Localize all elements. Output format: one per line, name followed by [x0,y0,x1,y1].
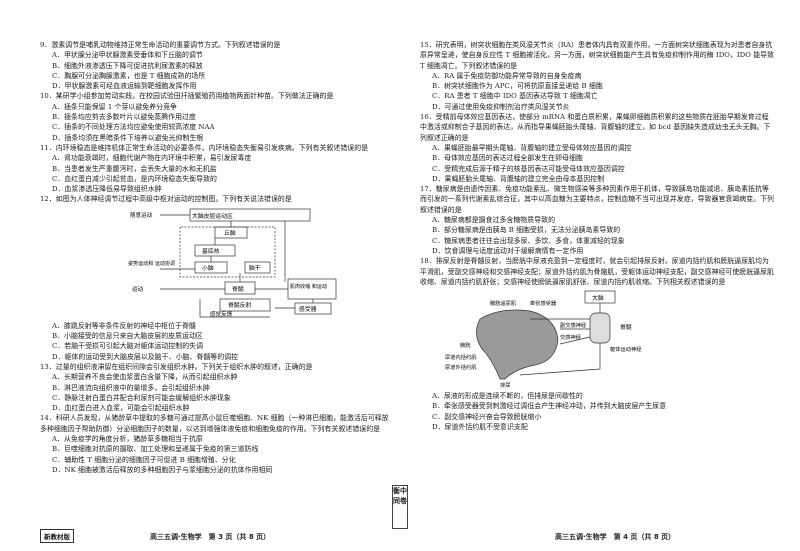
option-a: A．长期营养不良会使血浆蛋白含量下降，从而引起组织水肿 [52,373,238,382]
question-16: 16．受精前母体效应基因表达，使部分 mRNA 和蛋白质积累，果蝇卵细胞质积累的… [420,112,775,184]
option-d: D．血浆渗透压降低易导致组织水肿 [52,185,162,194]
cortex-label: 大脑皮层运动区 [192,212,233,220]
option-d: D．甲状腺激素可经血液运输到靶细胞发挥作用 [52,82,197,91]
option-c: C．受精完成后源于精子的核基因表达可能受母体效应基因调控 [432,164,625,173]
option-c: C．插条的不同处理方法均应避免使用较高浓度 NAA [52,123,215,132]
option-b: B．淋巴液流向组织液中的量增多，会引起组织水肿 [52,383,210,392]
brain-label: 大脑 [592,294,604,302]
option-a: A．果蝇胚胎最早期头尾轴、背腹轴的建立受母体效应基因的调控 [432,143,632,152]
bladder-shape [476,309,559,380]
option-d: D．可通过使用免疫抑制剂治疗类风湿关节炎 [432,102,570,111]
option-d: D．果蝇胚胎头尾轴、背腹轴的建立完全由母本基因控制 [432,174,605,183]
motion-label: 运动 [132,285,144,293]
option-c: C．若脑干受损可引起大脑对躯体运动控制的失调 [52,342,204,351]
brainstem-box [244,261,271,274]
reflex-box [219,298,271,312]
urine-label: 排尿 [500,381,510,389]
question-stem: 13．过量的组织液滞留在组织间隙会引发组织水肿。下列关于组织水肿的叙述，正确的是 [40,362,313,371]
option-d: D．尿道外括约肌不受意识支配 [432,423,528,432]
option-b: B．母体效应基因的表达过程全部发生在卵母细胞 [432,154,583,163]
receptor-label: 牵张感受器 [530,299,557,307]
option-a: A．甲状腺分泌甲状腺激素受垂体和下丘脑的调节 [52,51,203,60]
option-a: A．插条只能保留 1 个芽以避免养分竞争 [52,102,177,111]
left-page: 9．激素调节是哺乳动物维持正常生命活动的重要调节方式。下列叙述错误的是 A．甲状… [40,40,390,543]
feedback-label: 感觉反馈 [210,310,233,318]
option-d: D．饮食调理与适度运动对于缓解病情有一定作用 [432,246,584,255]
question-15: 15．研究表明，树突状细胞在类风湿关节炎（RA）患者体内具有双重作用，一方面树突… [420,40,775,112]
question-17: 17．糖尿病是由遗传因素、免疫功能紊乱、微生物感染等多种因素作用于机体，导致胰岛… [420,184,775,256]
posture-label: 姿势运动和 运动协调 [128,260,175,267]
option-b: B．巨噬细胞对抗原的摄取、加工处理和呈递属于免疫的第三道防线 [52,445,259,454]
question-stem: 9．激素调节是哺乳动物维持正常生命活动的重要调节方式。下列叙述错误的是 [40,41,281,49]
sensory-label: 感受器 [299,305,317,313]
question-stem: 16．受精前母体效应基因表达，使部分 mRNA 和蛋白质积累，果蝇卵细胞质积累的… [420,113,771,142]
question-stem: 10．某研学小组参加劳动实践，在校园试验田扦插繁殖药用植物两面针种苗。下列做法正… [40,92,334,101]
spinal-label: 脊髓 [620,323,632,331]
question-stem: 11．内环境稳态是维持机体正常生命活动的必要条件，内环境稳态失衡易引发疾病。下列… [40,143,369,152]
right-column: 15．研究表明，树突状细胞在类风湿关节炎（RA）患者体内具有双重作用，一方面树突… [420,40,775,432]
option-b: B．插条均应剪去多数叶片以避免蒸腾作用过度 [52,113,196,122]
cerebellum-label: 小脑 [202,264,214,272]
option-c: C．胸腺可分泌胸腺激素，也是 T 细胞成熟的场所 [52,71,206,80]
option-c: C．副交感神经兴奋会导致膀胱缩小 [432,412,542,421]
sym-label: 交感神经 [560,333,581,341]
option-d: D．躯体的运动受到大脑皮层以及脑干、小脑、脊髓等的调控 [52,352,239,361]
question-9: 9．激素调节是哺乳动物维持正常生命活动的重要调节方式。下列叙述错误的是 A．甲状… [40,40,390,91]
outer-label: 尿道外括约肌 [445,363,476,371]
motor-control-diagram: 大脑皮层运动区 丘脑 基底核 小脑 脑干 脊髓 肌肉收缩 和运动 感受器 脊髓反… [40,207,390,319]
option-b: B．当患者发生严重腹泻时，会丢失大量的水和无机盐 [52,164,217,173]
option-b: B．细胞外液渗透压下降可促进抗利尿激素的释放 [52,61,203,70]
option-c: C．糖尿病患者往往会出现多尿、多饮、多食，体重减轻的现象 [432,236,625,245]
question-10: 10．某研学小组参加劳动实践，在校园试验田扦插繁殖药用植物两面针种苗。下列做法正… [40,91,390,142]
option-d: D．插条均须在黑暗条件下培养以避免光抑制生根 [52,133,204,142]
option-b: B．小脑接受的信息只来自大脑皮层的皮质运动区 [52,332,203,341]
option-c: C．静脉注射白蛋白并配合利尿剂可能会缓解组织水肿现象 [52,393,231,402]
thalamus-label: 丘脑 [224,229,236,237]
question-stem: 14．科研人员发现，从猪龄草中提取的多糖可通过提高小鼠巨噬细胞、NK 细胞（一种… [40,414,389,433]
brand-stamp: 衡中同卷 [392,485,408,529]
detrusor-label: 膀胱逼尿肌 [490,299,516,307]
option-a: A．膝跳反射等非条件反射的神经中枢位于脊髓 [52,321,196,330]
basal-label: 基底核 [202,247,220,255]
spinal-cord [589,312,611,344]
option-b: B．树突状细胞作为 APC，可将抗原直接呈递给 B 细胞 [432,82,603,91]
option-a: A．尿液的形成是连续不断的，但排尿是间歇性的 [432,392,583,401]
option-c: C．RA 患者 T 细胞中 IDO 基因表达导致 T 细胞凋亡 [432,92,598,101]
option-a: A．肾功能衰竭时，细胞代谢产物在内环境中积累，易引发尿毒症 [52,154,252,163]
option-a: A．糖尿病都是摄食过多含糖物质导致的 [432,216,556,225]
option-d: D．NK 细胞被激活后释放的多种细胞因子与浆细胞分泌的抗体作用相同 [52,465,273,474]
option-b: B．部分糖尿病是由胰岛 B 细胞受损，无法分泌胰岛素导致的 [432,226,621,235]
question-stem: 12．如图为人体神经调节过程中高级中枢对运动的控制图。下列有关说法错误的是 [40,195,292,204]
option-a: A．RA 属于免疫防御功能异常导致的自身免疫病 [432,71,582,80]
option-b: B．牵张感受器受到刺激经过调低会产生神经冲动，并传到大脑皮层产生尿意 [432,402,667,411]
question-12: 12．如图为人体神经调节过程中高级中枢对运动的控制图。下列有关说法错误的是 [40,194,390,361]
option-c: C．血红蛋白减少引起贫血，是内环境稳态失衡导致的 [52,174,217,183]
brainstem-label: 脑干 [249,264,261,272]
question-11: 11．内环境稳态是维持机体正常生命活动的必要条件，内环境稳态失衡易引发疾病。下列… [40,143,390,194]
option-a: A．从免疫学的角度分析，猪龄草多糖相当于抗原 [52,435,203,444]
left-column: 9．激素调节是哺乳动物维持正常生命活动的重要调节方式。下列叙述错误的是 A．甲状… [40,40,390,475]
question-14: 14．科研人员发现，从猪龄草中提取的多糖可通过提高小鼠巨噬细胞、NK 细胞（一种… [40,413,390,475]
somatic-label: 躯体运动神经 [610,345,641,353]
page-footer: 高三五调·生物学 第 3 页（共 8 页） [150,533,271,541]
spinal-reflex-label: 脊髓反射 [228,301,252,309]
option-c: C．辅助性 T 细胞分泌的细胞因子可促进 B 细胞增殖、分化 [52,455,236,464]
question-18: 18．排尿反射是脊髓反射，当膀胱中尿液充盈到一定程度时，就会引起排尿反射。尿道内… [420,256,775,432]
plan-label: 随意运动 [130,211,153,219]
question-stem: 18．排尿反射是脊髓反射，当膀胱中尿液充盈到一定程度时，就会引起排尿反射。尿道内… [420,257,774,286]
question-13: 13．过量的组织液滞留在组织间隙会引发组织水肿。下列关于组织水肿的叙述，正确的是… [40,362,390,413]
muscle-label: 肌肉收缩 和运动 [290,283,327,290]
question-stem: 17．糖尿病是由遗传因素、免疫功能紊乱、微生物感染等多种因素作用于机体，导致胰岛… [420,185,774,214]
parasym-label: 副交感神经 [560,321,586,329]
question-stem: 15．研究表明，树突状细胞在类风湿关节炎（RA）患者体内具有双重作用，一方面树突… [420,41,775,70]
option-d: D．血红蛋白进入血浆，可能会引起组织水肿 [52,404,190,413]
bladder-label: 膀胱 [460,341,470,349]
inner-label: 尿道内括约肌 [445,353,476,361]
spinal-label: 脊髓 [232,285,244,293]
edition-badge: 新教材版 [40,529,74,543]
page-footer: 高三五调·生物学 第 4 页（共 8 页） [555,533,676,541]
bladder-diagram: 大脑 脊髓 膀胱逼尿肌 牵张感受器 副交感神经 交感神经 躯体运动神经 膀胱 尿… [420,289,775,389]
